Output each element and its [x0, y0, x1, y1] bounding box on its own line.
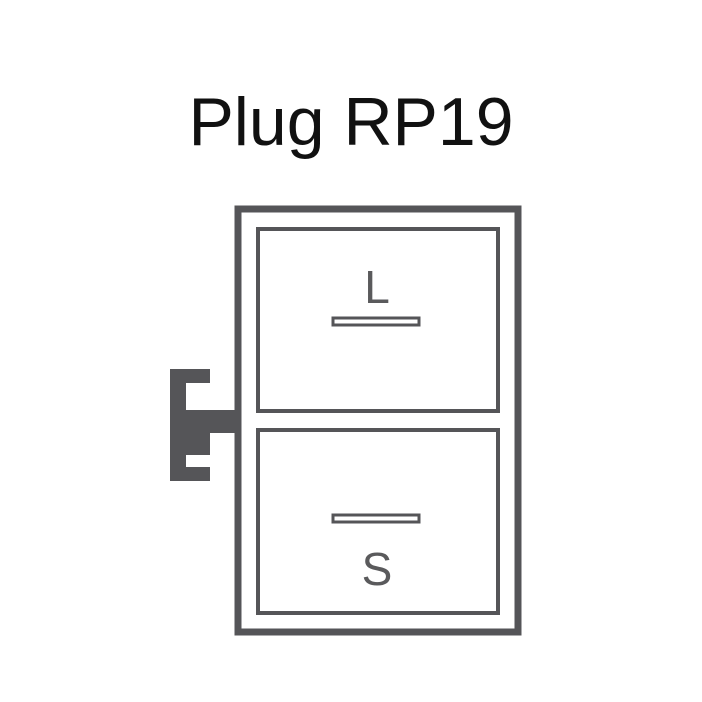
terminal-blade-s — [331, 513, 421, 524]
terminal-cavity-s — [256, 428, 500, 615]
latch-stem — [186, 412, 238, 430]
terminal-label-l: L — [364, 261, 390, 313]
terminal-cavity-l — [256, 227, 500, 413]
plug-title: Plug RP19 — [188, 84, 514, 160]
terminal-label-s: S — [362, 543, 393, 595]
terminal-blade-l — [331, 316, 421, 327]
